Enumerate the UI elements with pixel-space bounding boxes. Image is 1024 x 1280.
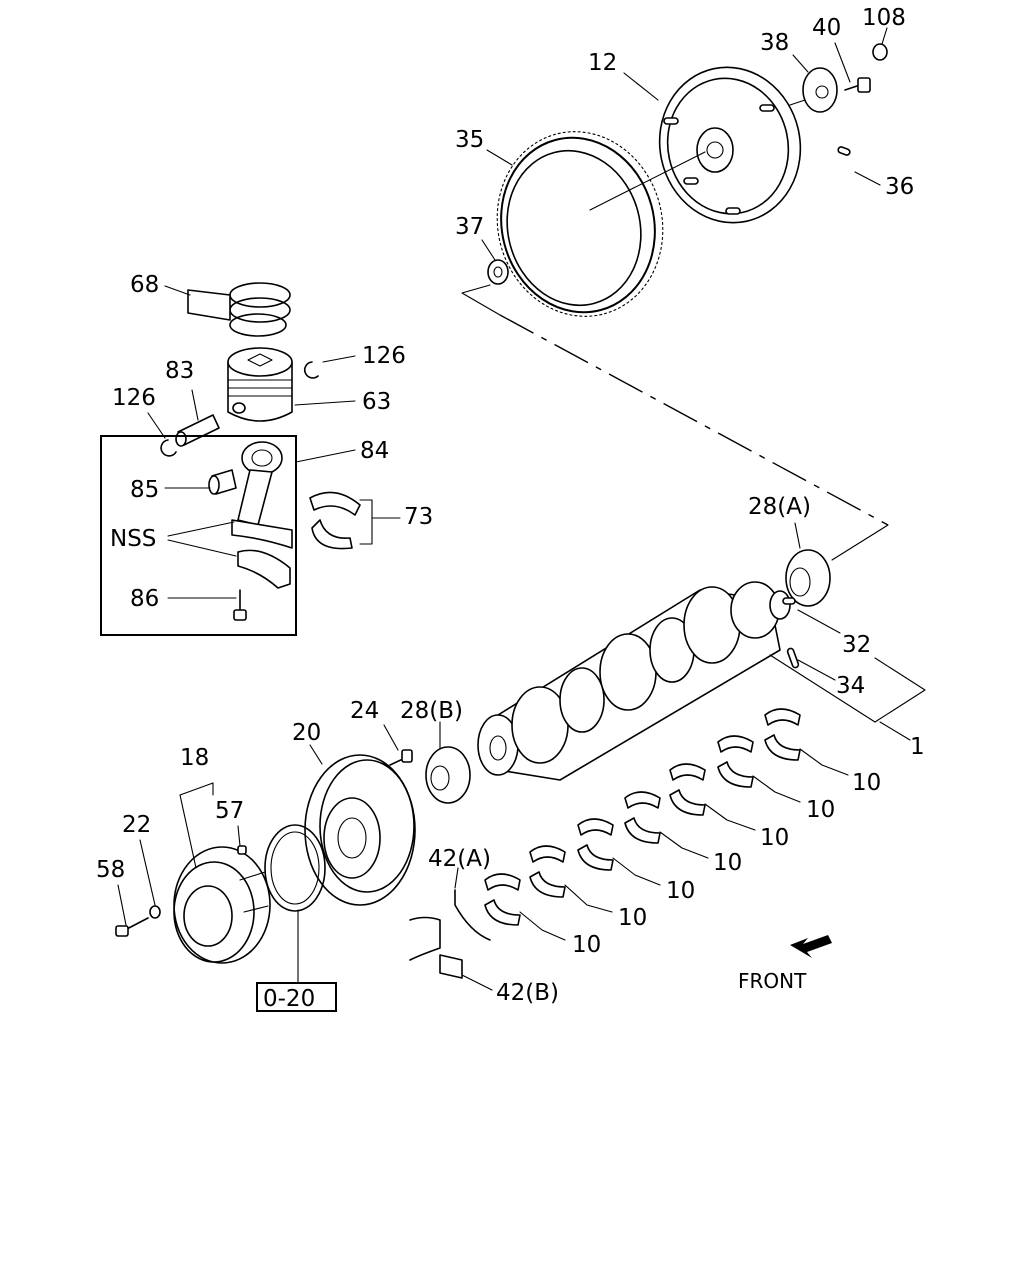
callout-35: 35	[455, 127, 484, 153]
pin-57	[237, 845, 247, 855]
callout-37: 37	[455, 214, 484, 240]
bolt-86	[233, 589, 247, 621]
callout-22: 22	[122, 812, 151, 838]
callout-10-2: 10	[618, 905, 647, 931]
main-bearing-10-7	[764, 708, 849, 776]
callout-34: 34	[836, 673, 865, 699]
washer-22	[149, 905, 161, 919]
callout-0-20: 0-20	[263, 986, 315, 1012]
callout-63: 63	[362, 389, 391, 415]
callout-28b: 28(B)	[400, 698, 463, 724]
callout-84: 84	[360, 438, 389, 464]
callout-32: 32	[842, 632, 871, 658]
thrust-washer-42b	[409, 916, 441, 961]
flywheel-axis-line	[589, 151, 706, 211]
ring-108	[872, 43, 888, 61]
main-bearing-10-1	[484, 873, 566, 941]
damper-20	[304, 754, 416, 906]
callout-68: 68	[130, 272, 159, 298]
callout-10-5: 10	[760, 825, 789, 851]
flywheel-plate-38	[802, 67, 838, 113]
callout-10-3: 10	[666, 878, 695, 904]
main-bearing-10-5	[669, 763, 756, 831]
callout-10-6: 10	[806, 797, 835, 823]
callout-40: 40	[812, 15, 841, 41]
callout-42b: 42(B)	[496, 980, 559, 1006]
bolt-24	[389, 749, 413, 766]
rod-bearing-73	[309, 491, 361, 550]
callout-24: 24	[350, 698, 379, 724]
front-label: FRONT	[738, 969, 807, 993]
main-bearing-10-3	[577, 818, 661, 886]
callout-1: 1	[910, 734, 925, 760]
pin-34	[786, 647, 800, 669]
gear-28a	[785, 549, 831, 607]
main-bearing-10-4	[624, 791, 709, 859]
callout-85: 85	[130, 477, 159, 503]
gear-28b	[425, 746, 471, 804]
arrow-down-left-icon	[790, 935, 832, 958]
callout-12: 12	[588, 50, 617, 76]
ring-gear-35	[496, 131, 664, 317]
callout-28a: 28(A)	[748, 494, 811, 520]
callout-38: 38	[760, 30, 789, 56]
piston-rings-68	[187, 282, 291, 337]
connecting-rod-84	[231, 441, 293, 589]
callout-10-1: 10	[572, 932, 601, 958]
connecting-rod-box	[100, 435, 297, 636]
callout-10-7: 10	[852, 770, 881, 796]
flywheel-12	[658, 66, 802, 224]
main-bearing-10-2	[529, 845, 613, 913]
callout-126-right: 126	[362, 343, 406, 369]
bolt-58	[115, 917, 149, 937]
bearing-37	[487, 259, 509, 285]
callout-108: 108	[862, 5, 906, 31]
pin-32	[782, 597, 796, 605]
callout-126-left: 126	[112, 385, 156, 411]
callout-86: 86	[130, 586, 159, 612]
snap-ring-126-left	[160, 439, 177, 457]
callout-57: 57	[215, 798, 244, 824]
crankshaft-1	[477, 581, 791, 781]
piston-63	[227, 347, 293, 422]
bolt-40	[844, 77, 871, 93]
callout-73: 73	[404, 504, 433, 530]
bushing-85	[208, 469, 237, 495]
gasket-0-20	[264, 824, 326, 912]
main-bearing-10-6	[717, 735, 801, 803]
callout-83: 83	[165, 358, 194, 384]
pin-36	[837, 146, 851, 156]
callout-36: 36	[885, 174, 914, 200]
callout-nss: NSS	[110, 526, 156, 552]
pulley-18	[173, 846, 271, 964]
callout-10-4: 10	[713, 850, 742, 876]
callout-20: 20	[292, 720, 321, 746]
callout-18: 18	[180, 745, 209, 771]
callout-42a: 42(A)	[428, 846, 491, 872]
callout-58: 58	[96, 857, 125, 883]
thrust-washer-42a	[454, 889, 491, 941]
ref-box-0-20	[256, 982, 337, 1012]
snap-ring-126-right	[303, 361, 319, 379]
